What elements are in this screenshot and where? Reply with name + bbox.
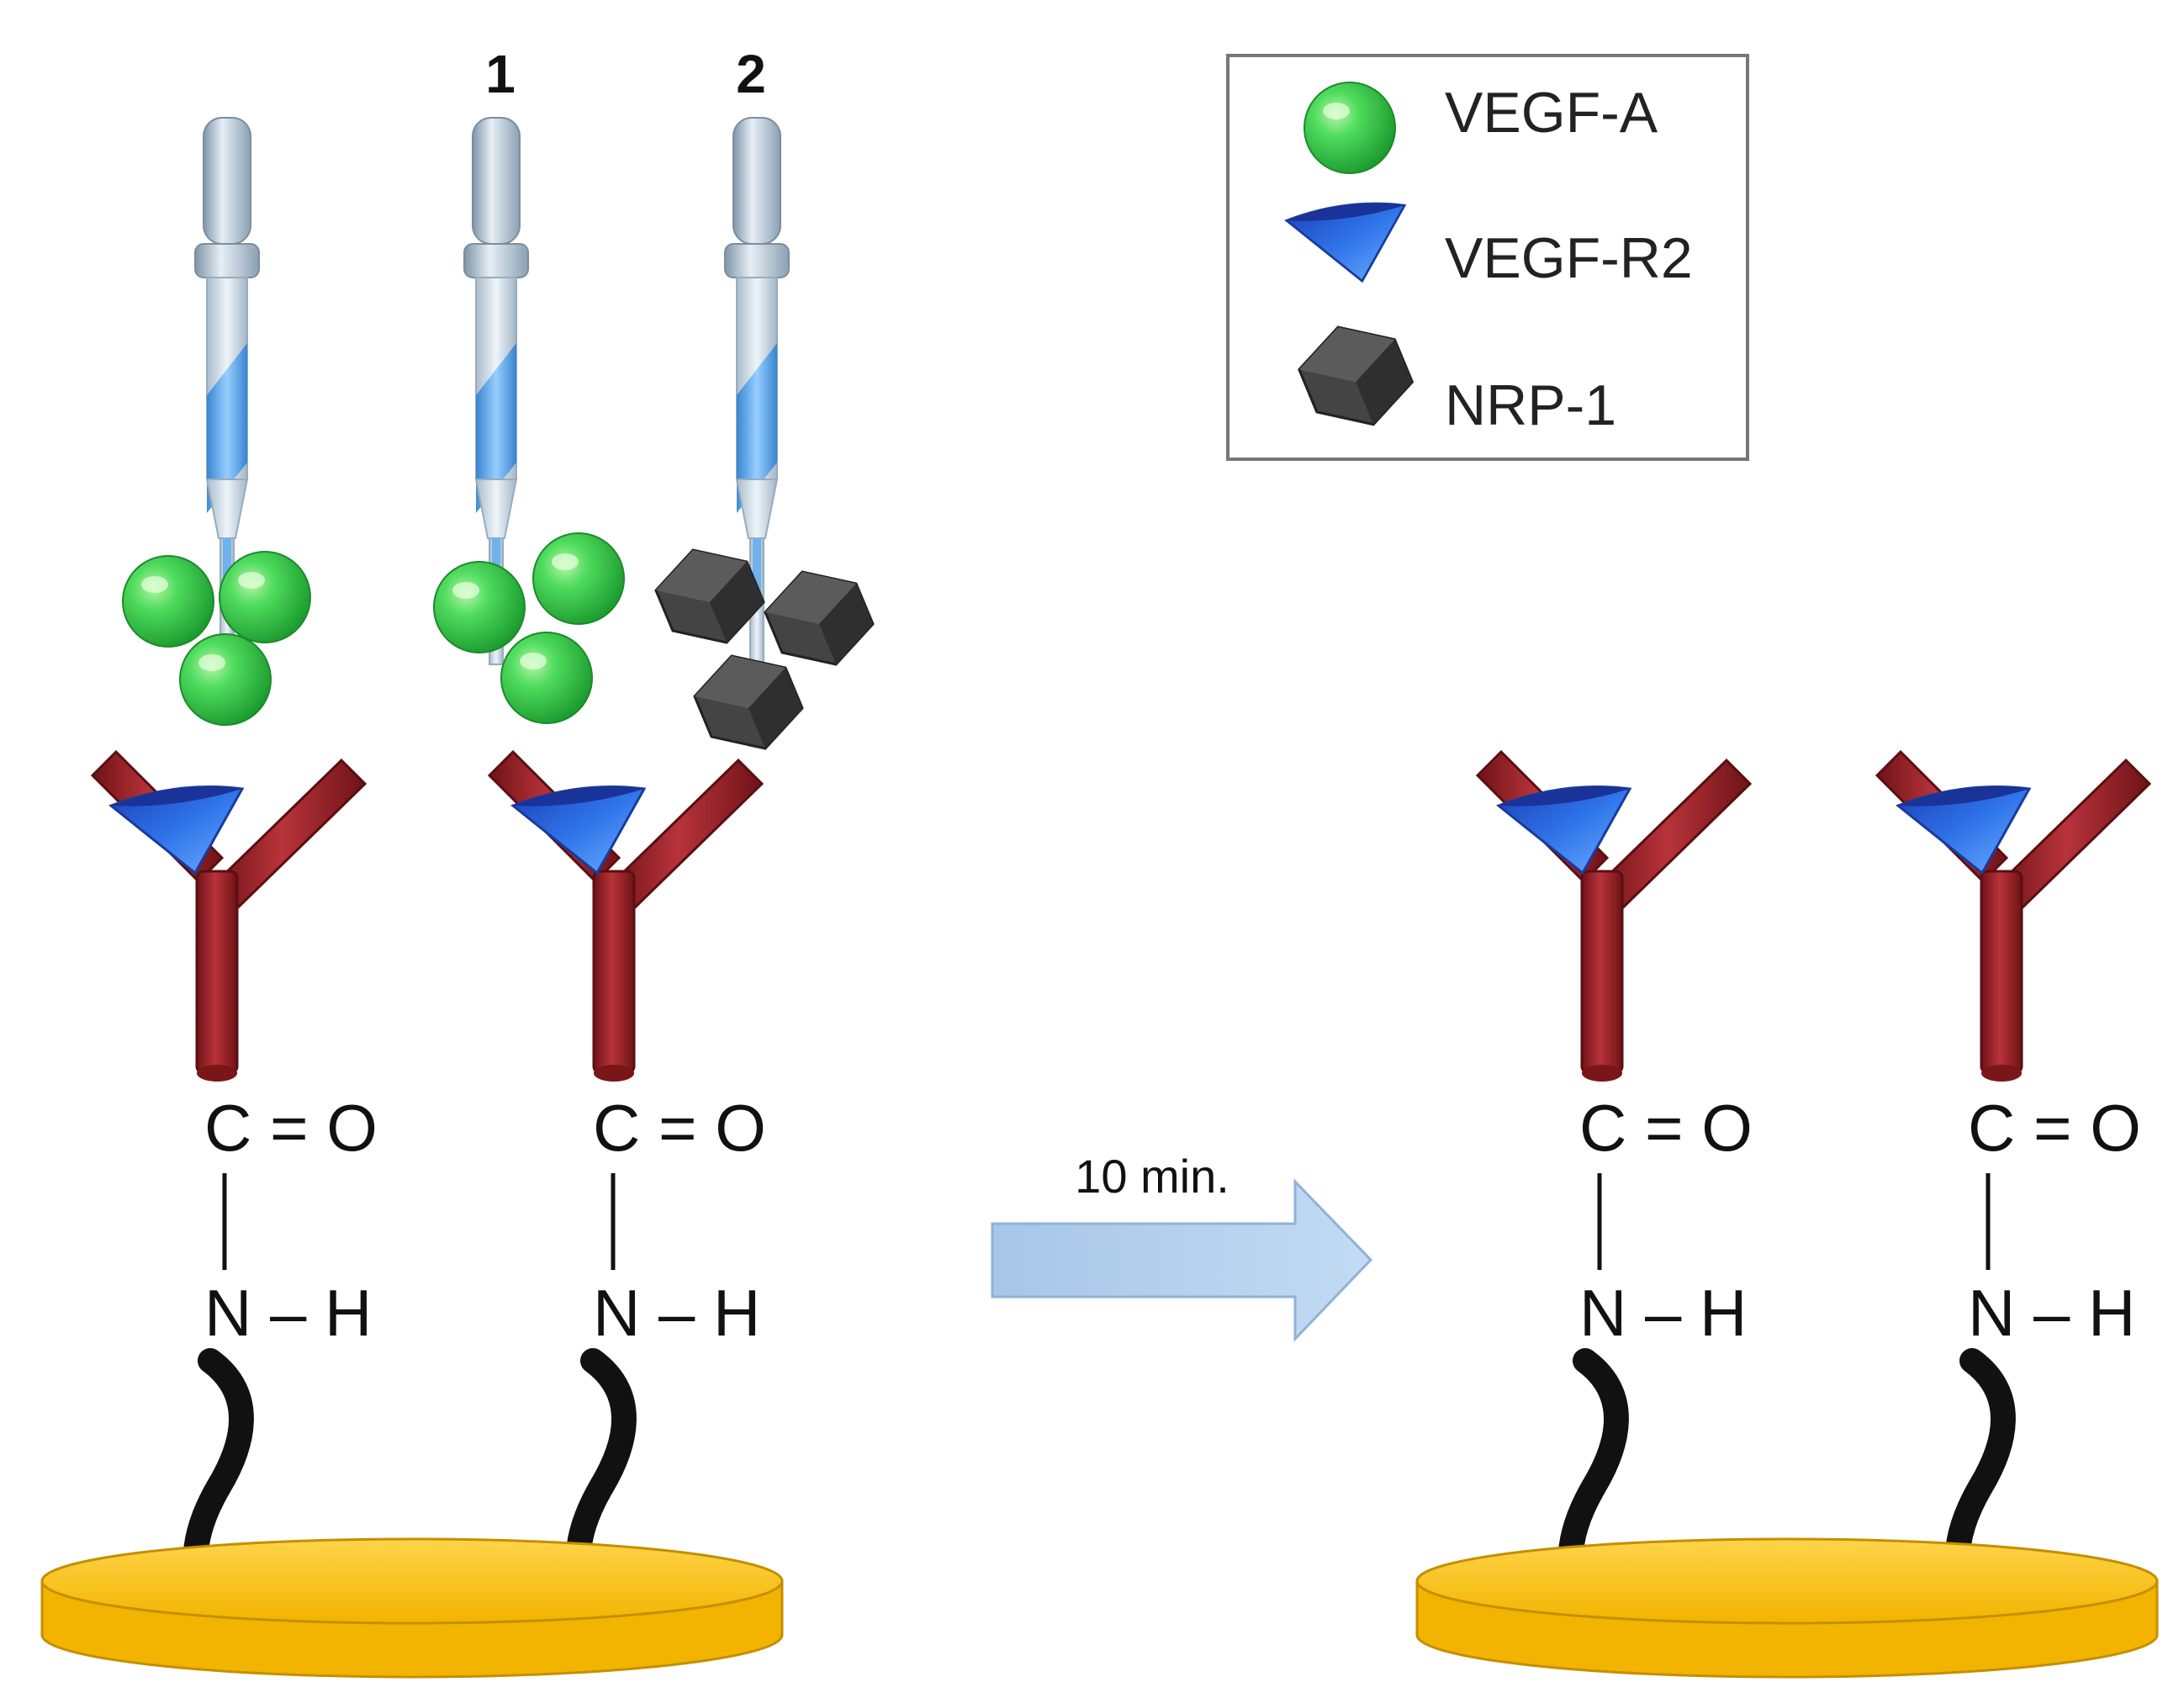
tube-label-2: 2 — [736, 44, 766, 104]
nrp-1-block-icon — [693, 654, 804, 750]
tube-label-1: 1 — [485, 44, 516, 104]
legend-label-vegf-r2: VEGF-R2 — [1445, 226, 1693, 290]
carbonyl-label: C = O — [593, 1091, 766, 1165]
vegf-a-sphere-icon — [532, 532, 625, 625]
carbonyl-label: C = O — [1579, 1091, 1753, 1165]
amine-label: N – H — [593, 1276, 760, 1350]
amine-label: N – H — [1579, 1276, 1747, 1350]
carbonyl-label: C = O — [1968, 1091, 2141, 1165]
left-panel: 1 2 C = O N – H C = O N – H — [40, 44, 875, 1679]
vegf-a-sphere-icon — [179, 633, 272, 726]
right-panel: C = O N – H C = O N – H — [1415, 750, 2159, 1679]
vegf-a-sphere-icon — [500, 632, 593, 724]
carbonyl-label: C = O — [204, 1091, 378, 1165]
legend-label-nrp-1: NRP-1 — [1445, 373, 1616, 437]
arrow-label: 10 min. — [1075, 1150, 1229, 1203]
reaction-arrow: 10 min. — [991, 1150, 1373, 1342]
vegf-a-sphere-icon — [219, 551, 311, 643]
vegf-a-sphere-icon — [122, 555, 214, 648]
nrp-1-block-icon — [764, 570, 875, 666]
legend: VEGF-A VEGF-R2 NRP-1 — [1226, 54, 1749, 461]
amine-label: N – H — [204, 1276, 372, 1350]
gold-surface — [40, 1537, 784, 1679]
vegf-a-sphere-icon — [433, 561, 526, 653]
green-sphere-icon — [1304, 82, 1396, 174]
gold-surface — [1415, 1537, 2159, 1679]
amine-label: N – H — [1968, 1276, 2135, 1350]
nrp-1-block-icon — [654, 548, 765, 644]
legend-label-vegf-a: VEGF-A — [1445, 81, 1658, 145]
